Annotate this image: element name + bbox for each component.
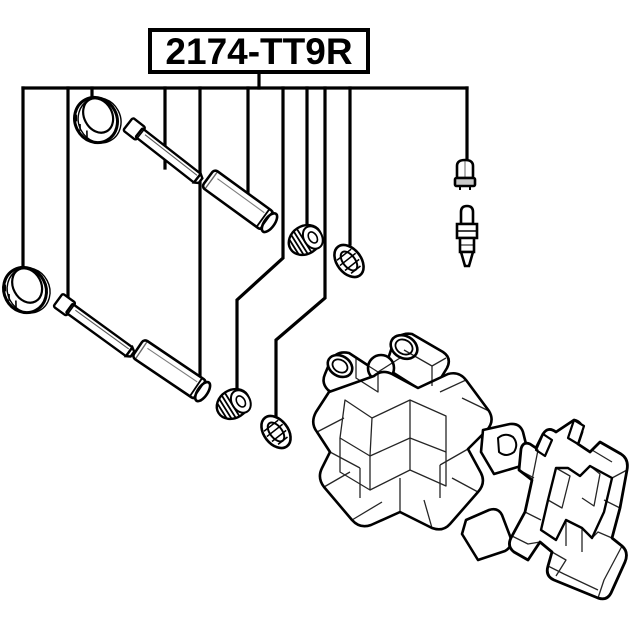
guide-pin-bushing-lower (209, 381, 257, 427)
bleeder-cap (453, 158, 477, 190)
piston-seal-boot-upper-left (65, 88, 131, 153)
bleeder-screw (455, 204, 479, 268)
piston-seal-boot-lower-left (0, 258, 60, 323)
guide-pin-sleeve-upper (201, 169, 279, 234)
guide-pin-bushing-upper (281, 217, 329, 263)
caliper-body (311, 332, 530, 562)
guide-pin-sleeve-lower (132, 339, 212, 403)
guide-pin-dust-boot-lower (254, 409, 298, 455)
caliper-mounting-bracket (508, 418, 629, 601)
part-number-label: 2174-TT9R (165, 30, 353, 72)
leader-line-7 (235, 86, 285, 394)
guide-pin-bolt-upper (122, 117, 204, 185)
guide-pin-bolt-lower (52, 293, 136, 358)
part-number-box: 2174-TT9R (148, 28, 370, 74)
leader-line-9 (274, 86, 327, 420)
guide-pin-dust-boot-upper (327, 238, 371, 284)
callout-leader-group (21, 72, 469, 420)
